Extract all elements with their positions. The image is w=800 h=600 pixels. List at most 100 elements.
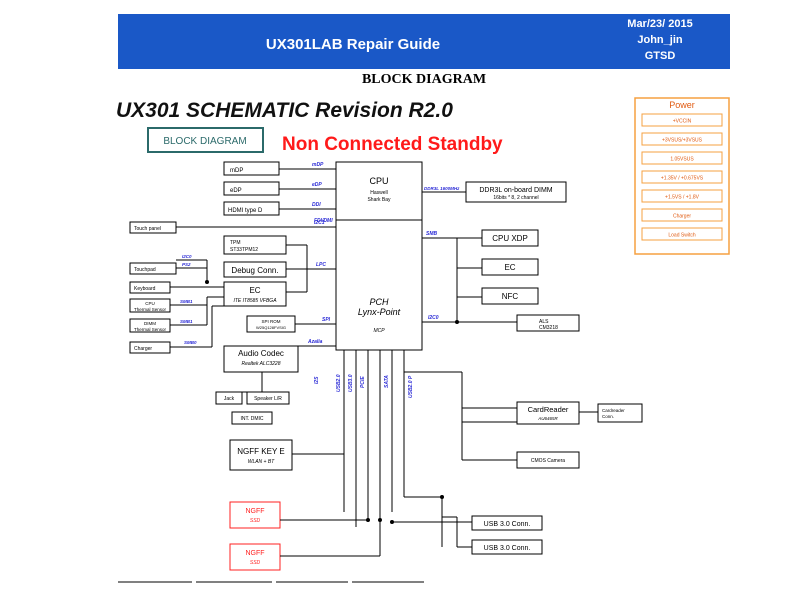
usb-conn-1-label: USB 3.0 Conn. (484, 521, 531, 528)
cpu-line1: Haswell (370, 190, 388, 196)
bus-spi: SPI (322, 317, 331, 323)
keyboard-label: Keyboard (134, 286, 156, 292)
touchpad-label: Touchpad (134, 267, 156, 273)
bus-edp: eDP (312, 182, 322, 188)
power-item-label: +VCCIN (673, 119, 692, 125)
header-author: John_jin (637, 34, 683, 46)
bus-i2c1: I2C1 (314, 220, 325, 226)
tpm-title: TPM (230, 240, 241, 246)
cpu-thermal-l2: Thermal Sensor (134, 307, 167, 312)
bus-fdi: FDI/DMI (314, 218, 333, 224)
jack-box (215, 391, 243, 405)
power-item-label: +3VSUS/+3VSUS (662, 138, 703, 144)
power-title: Power (669, 100, 695, 110)
bus-smb1-b: SMB1 (180, 319, 193, 324)
usb-conn-2-block (471, 539, 543, 555)
bus-smb1-a: SMB1 (180, 299, 193, 304)
bus-i2c-als: I2C0 (428, 315, 439, 321)
cpu-xdp-block (481, 229, 539, 247)
nfc-label: NFC (502, 292, 519, 301)
cardreader-conn-l1: Cardreader (602, 408, 625, 413)
bus-v-sata: SATA (384, 375, 390, 388)
ngff-ssd2-title: NGFF (245, 550, 264, 557)
bus-i2c0: I2C0 (182, 254, 192, 259)
int-dmic-label: INT. DMIC (240, 416, 263, 422)
bus-mdp: mDP (312, 162, 324, 168)
als-l1: ALS (539, 319, 549, 325)
power-panel: Power +VCCIN +3VSUS/+3VSUS 1.05VSUS +1.35V … (634, 97, 730, 255)
bus-azalia: Azalia (307, 339, 323, 345)
audio-codec-title: Audio Codec (238, 349, 284, 358)
ngff-ssd2-sub: SSD (250, 560, 261, 566)
als-block (516, 314, 580, 332)
nfc-block (481, 287, 539, 305)
power-item-box (641, 132, 723, 146)
block-diagram-badge: BLOCK DIAGRAM (163, 136, 246, 147)
standby-label: Non Connected Standby (282, 134, 503, 155)
ngff-ssd1-block (229, 501, 281, 529)
cardreader-block (516, 401, 580, 425)
power-item-label: +1.5VS / +1.8V (665, 195, 700, 201)
jack-label: Jack (224, 396, 235, 402)
power-item-box (641, 208, 723, 222)
als-l2: CM3218 (539, 325, 558, 331)
spi-rom-l2: W25Q128FVSIG (256, 325, 286, 330)
ngff-key-e-block (229, 439, 293, 471)
dimm-thermal-l1: DIMM (144, 321, 156, 326)
header-date: Mar/23/ 2015 (627, 18, 693, 30)
power-item-label: Charger (673, 214, 691, 220)
ngff-ssd2-block (229, 543, 281, 571)
badge-box (147, 127, 264, 153)
bus-smb: SMB (426, 231, 438, 237)
ec-left-sub: ITE IT8585 VFBGA (233, 298, 277, 304)
guide-title: UX301LAB Repair Guide (265, 36, 441, 53)
usb-conn-1-block (471, 515, 543, 531)
cpu-title: CPU (369, 176, 388, 186)
bus-v-usb2: USB2.0 (336, 374, 342, 392)
guide-header: UX301LAB Repair Guide Mar/23/ 2015 John_… (118, 14, 730, 69)
ngff-ssd1-title: NGFF (245, 508, 264, 515)
hdmi-label: HDMI type D (228, 208, 263, 214)
ddr-sub: 16bits * 8, 2 channel (493, 195, 538, 201)
cmos-camera-block (516, 451, 580, 469)
ngff-ssd1-sub: SSD (250, 518, 261, 524)
pch-mcp: MCP (373, 328, 385, 334)
cardreader-conn-block (597, 403, 643, 423)
power-item-box (641, 151, 723, 165)
pch-subtitle: Lynx-Point (358, 307, 401, 317)
cpu-xdp-label: CPU XDP (492, 234, 528, 243)
cardreader-conn-l2: Conn. (602, 414, 614, 419)
power-item-label: Load Switch (668, 233, 695, 239)
ngff-key-e-sub: WLAN + BT (248, 459, 275, 465)
audio-codec-block (223, 345, 299, 373)
power-item-label: 1.05VSUS (670, 157, 694, 163)
debug-conn-label: Debug Conn. (231, 266, 278, 275)
bus-ddr: DDR3L 1600MHz (424, 186, 460, 191)
usb-conn-2-label: USB 3.0 Conn. (484, 545, 531, 552)
block-diagram: UX301 SCHEMATIC Revision R2.0 BLOCK DIAG… (116, 97, 730, 583)
pch-block (335, 219, 423, 351)
bus-lpc: LPC (316, 262, 326, 268)
cardreader-sub: AU6465R (537, 416, 558, 421)
charger-left-label: Charger (134, 346, 152, 352)
power-item-box (641, 113, 723, 127)
bus-v-i2s: I2S (314, 376, 320, 384)
header-dept: GTSD (644, 50, 676, 62)
bus-v-usbp: USB2.0 P (408, 375, 414, 398)
cpu-line2: Shark Bay (367, 197, 391, 203)
bus-ps2: PS2 (182, 262, 191, 267)
power-item-box (641, 227, 723, 241)
ec-right-label: EC (504, 263, 515, 272)
bus-v-usb3: USB3.0 (348, 374, 354, 392)
power-item-label: +1.35V / +0.675VS (661, 176, 704, 182)
int-dmic-box (231, 411, 273, 425)
schematic-title: UX301 SCHEMATIC Revision R2.0 (116, 99, 453, 122)
speaker-box (246, 391, 290, 405)
power-item-box (641, 189, 723, 203)
spi-rom-l1: SPI ROM (261, 319, 280, 324)
speaker-label: Speaker L/R (254, 396, 282, 402)
ec-left-title: EC (249, 286, 260, 295)
cmos-camera-label: CMOS Camera (531, 458, 565, 464)
page-subtitle: BLOCK DIAGRAM (361, 72, 487, 87)
ec-left-block (223, 281, 287, 307)
